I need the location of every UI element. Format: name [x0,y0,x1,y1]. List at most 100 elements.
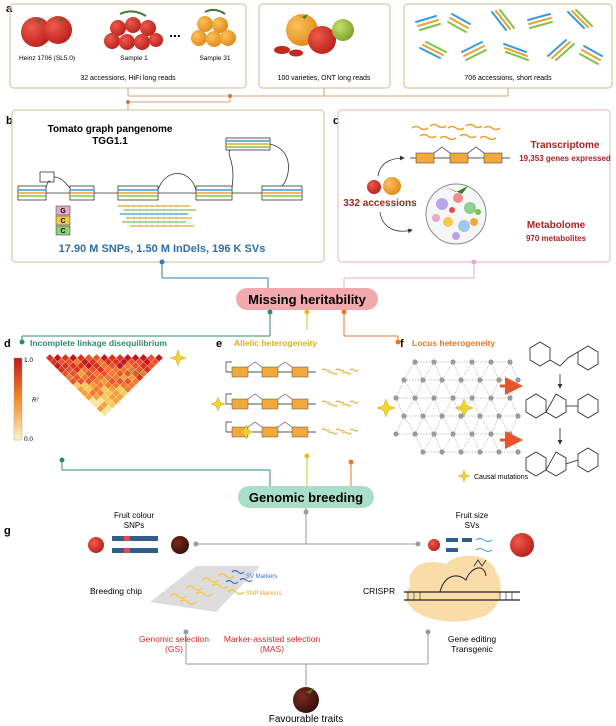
arrow-to-transcriptome [377,155,405,177]
junction-dot [471,259,477,265]
panel-d-title: Incomplete linkage disequilibrium [30,338,167,348]
scale-max: 1.0 [24,357,33,364]
junction-dot [159,259,165,265]
sample31-tomato-icon [191,8,236,47]
connector-to-genomic-breeding [61,456,352,486]
network-node [458,449,464,455]
varieties-tomato-icon [274,14,354,57]
panel-letter-d: d [4,338,11,350]
snp-bubbles: G C C [55,205,71,236]
variant-stats: 17.90 M SNPs, 1.50 M InDels, 196 K SVs [59,243,266,255]
network-node [401,413,407,419]
junction-dot [415,541,421,547]
genomic-breeding-pill [238,486,374,508]
metabolome-fruit-icon [425,183,487,245]
panel-letter-f: f [400,338,404,350]
crispr-cas9-icon [404,555,520,622]
network-node [450,431,456,437]
junction-dot [19,339,25,345]
metabolome-sub: 970 metabolites [526,234,587,243]
connector-to-d-e-f [21,310,399,342]
graph-pangenome-title: Tomato graph pangenome [48,124,173,135]
accessions-count: 332 accessions [343,198,417,209]
box-short-caption: 706 accessions, short reads [464,75,552,82]
junction-dot [304,453,310,459]
allelic-gene-models [210,361,359,440]
transgenic-label: Transgenic [451,644,493,654]
connector-to-missing-heritability [161,262,475,288]
gene-editing-label: Gene editing [448,634,496,644]
network-node [496,377,502,383]
missing-heritability-pill [236,288,378,310]
ellipsis: ... [169,24,181,40]
arrow-to-metabolome [379,211,413,234]
causal-mutation-legend-star [457,469,471,483]
network-node [401,377,407,383]
network-node [488,395,494,401]
network-node [496,449,502,455]
junction-dot [228,94,232,98]
allelic-gene-row [225,361,359,378]
panel-e-title: Allelic heterogeneity [234,338,317,348]
panel-letter-g: g [4,525,11,537]
network-node [439,449,445,455]
network-node [412,431,418,437]
causal-mutations-legend: Causal mutations [474,474,529,481]
fruit-size-line2: SVs [465,521,480,530]
causal-mutation-star-d [169,349,187,367]
mas-line1: Marker-assisted selection [224,634,321,644]
graph-pangenome-subtitle: TGG1.1 [92,136,128,147]
genomic-breeding-label: Genomic breeding [249,490,363,505]
sv-markers-label: SV Markers [246,574,277,580]
network-node [488,359,494,365]
metabolome-title: Metabolome [527,220,586,231]
network-node [439,413,445,419]
network-node [431,359,437,365]
variant-letter-2: C [60,218,65,225]
box-hifi-caption: 32 accessions, HiFi long reads [80,75,176,82]
variant-letter-1: G [60,208,66,215]
accession-tomato-icons [367,177,401,195]
flavonoid-structures [525,341,599,477]
crispr-label: CRISPR [363,586,395,596]
scale-min: 0.0 [24,436,33,443]
network-node [412,395,418,401]
sample-label-1: Sample 1 [120,55,148,62]
network-node [458,413,464,419]
network-node [458,377,464,383]
favourable-traits-label: Favourable traits [269,714,343,725]
panel-f-title: Locus heterogeneity [412,338,495,348]
junction-dot [348,459,354,465]
network-node [450,395,456,401]
network-node [469,395,475,401]
fruit-size-sv-icon [428,533,534,557]
network-node [507,359,513,365]
network-node [507,395,513,401]
sample1-tomato-icon [104,10,163,50]
network-node [507,431,513,437]
pangenome-graph-diagram: G C C [17,137,303,236]
network-node [488,431,494,437]
panel-letter-c: c [333,115,339,127]
snp-markers-label: SNP Markers [246,591,282,597]
panel-b-box [11,109,325,263]
fruit-colour-line1: Fruit colour [114,511,154,520]
junction-dot [59,457,65,463]
allelic-gene-row [225,393,359,410]
transcriptome-title: Transcriptome [531,140,600,151]
network-node [420,413,426,419]
ld-color-scale [13,357,23,441]
ld-cell [154,353,164,363]
connector-panel-g [185,508,429,686]
network-node [393,431,399,437]
junction-dot [267,309,273,315]
network-node [412,359,418,365]
junction-dot [183,629,189,635]
breeding-chip-label: Breeding chip [90,586,142,596]
junction-dot [303,509,309,515]
sample-label-31: Sample 31 [199,55,230,62]
network-node [431,395,437,401]
network-node [420,377,426,383]
genomic-selection-line1: Genomic selection [139,634,209,644]
